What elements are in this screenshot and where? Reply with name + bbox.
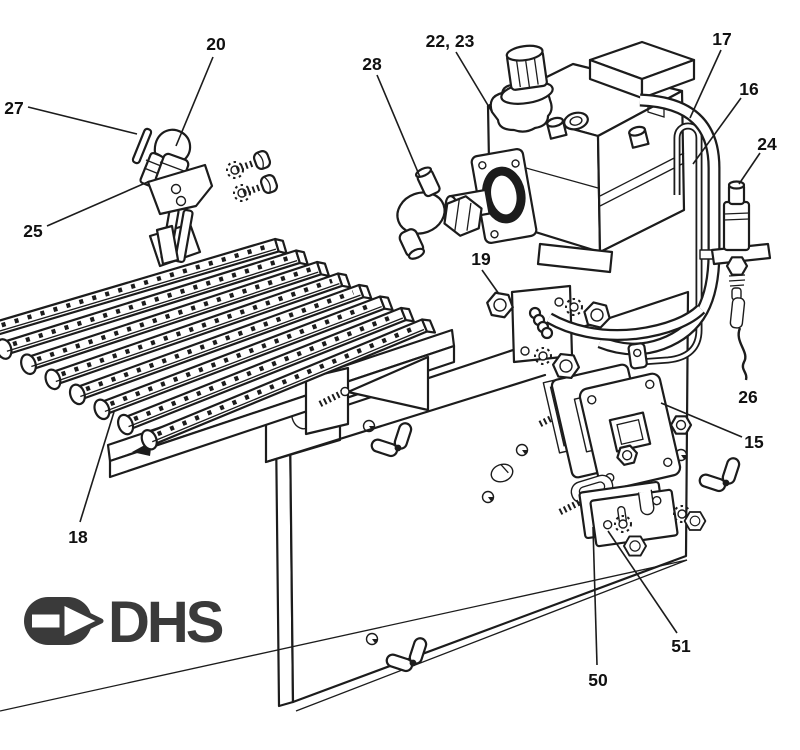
dhs-logo: DHS: [24, 590, 226, 655]
valve-inlet-flange: [470, 148, 538, 244]
ignition-lead: [729, 297, 748, 381]
part-label-20: 20: [206, 34, 226, 54]
pipe-clip-tab: [627, 342, 648, 370]
part-label-25: 25: [23, 221, 43, 241]
wing-nut: [697, 449, 742, 496]
part-label-19: 19: [471, 249, 491, 269]
union-nut: [443, 195, 483, 237]
part-label-18: 18: [68, 527, 88, 547]
pilot-pipe: [639, 122, 703, 366]
panel-hole: [365, 632, 379, 646]
part-labels: 20 27 25 28 22, 23 17 16 24 19 26 15 18 …: [4, 29, 777, 690]
right-arrow-icon: [24, 597, 104, 645]
part-label-22-23: 22, 23: [426, 31, 475, 51]
part-label-28: 28: [362, 54, 382, 74]
hex-nut: [683, 511, 707, 531]
valve-solenoid-block: [588, 40, 696, 100]
part-label-24: 24: [757, 134, 777, 154]
gas-valve: [470, 40, 696, 274]
pilot-bracket: [146, 163, 214, 216]
part-label-51: 51: [671, 636, 691, 656]
pressure-regulator: [489, 44, 554, 133]
burner-bracket-assembly: [560, 474, 707, 557]
logo-text: DHS: [108, 590, 223, 655]
part-label-17: 17: [712, 29, 731, 49]
leader-lines: [27, 49, 761, 666]
igniter: [699, 180, 772, 301]
part-label-26: 26: [738, 387, 758, 407]
panel-slot-hole: [490, 463, 514, 483]
part-label-50: 50: [588, 670, 608, 690]
union-bracket: [484, 284, 706, 380]
panel-hole: [515, 443, 529, 457]
hex-bolt: [669, 415, 693, 435]
pilot-assembly: [131, 127, 214, 268]
star-washer: [233, 184, 251, 202]
part-label-16: 16: [739, 79, 759, 99]
fixing-screws: [226, 150, 278, 202]
part-label-15: 15: [744, 432, 764, 452]
burner-grid: [0, 237, 437, 451]
hex-nut: [484, 290, 516, 320]
hex-nut: [623, 535, 647, 557]
gas-cock: [396, 166, 491, 260]
flexible-hose: [528, 304, 706, 342]
sight-glass-assembly: [542, 363, 693, 492]
part-label-27: 27: [4, 98, 23, 118]
panel-hole: [481, 490, 495, 504]
